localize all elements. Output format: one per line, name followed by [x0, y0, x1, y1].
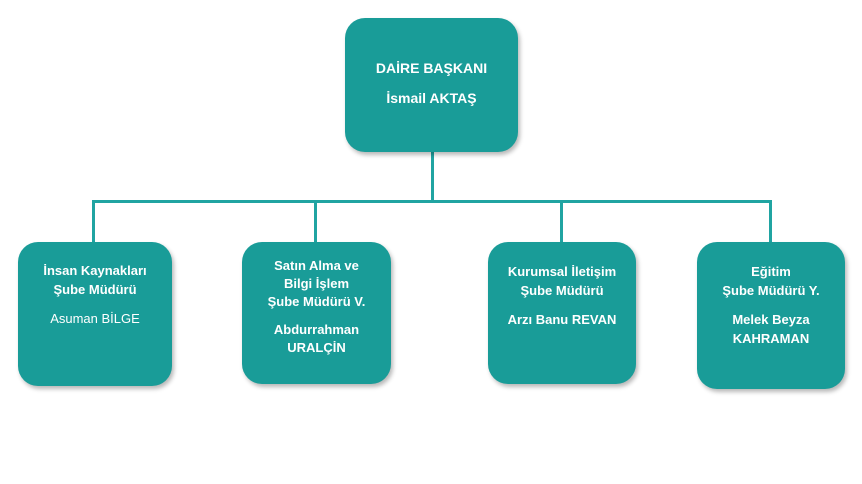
- connector-to-procurement: [314, 200, 317, 242]
- unit-person-line: Melek Beyza: [732, 312, 810, 327]
- unit-title-line: Şube Müdürü: [520, 283, 604, 298]
- unit-title-line: Şube Müdürü: [53, 282, 137, 297]
- connector-head-down: [431, 152, 434, 202]
- unit-title-line: Şube Müdürü Y.: [722, 283, 820, 298]
- unit-box-procurement-it: Satın Alma ve Bilgi İşlem Şube Müdürü V.…: [242, 242, 391, 384]
- unit-title-line: Satın Alma ve: [274, 258, 359, 273]
- head-name: İsmail AKTAŞ: [386, 90, 477, 106]
- unit-person-line: Arzı Banu REVAN: [507, 312, 617, 327]
- unit-person-line: Asuman BİLGE: [50, 311, 140, 326]
- unit-box-corporate-communication: Kurumsal İletişim Şube Müdürü Arzı Banu …: [488, 242, 636, 384]
- unit-person-line: KAHRAMAN: [732, 331, 810, 346]
- head-title: DAİRE BAŞKANI: [375, 60, 488, 76]
- unit-box-human-resources: İnsan Kaynakları Şube Müdürü Asuman BİLG…: [18, 242, 172, 386]
- connector-horizontal: [92, 200, 772, 203]
- department-head-box: DAİRE BAŞKANI İsmail AKTAŞ: [345, 18, 518, 152]
- unit-box-education: Eğitim Şube Müdürü Y. Melek Beyza KAHRAM…: [697, 242, 845, 389]
- unit-person-line: Abdurrahman: [273, 322, 360, 337]
- unit-title-line: Kurumsal İletişim: [507, 264, 617, 279]
- connector-to-communication: [560, 200, 563, 242]
- connector-to-education: [769, 200, 772, 242]
- connector-to-hr: [92, 200, 95, 242]
- unit-title-line: Şube Müdürü V.: [267, 294, 366, 309]
- unit-person-line: URALÇİN: [287, 340, 346, 355]
- unit-title-line: Eğitim: [751, 264, 791, 279]
- unit-title-line: Bilgi İşlem: [283, 276, 350, 291]
- unit-title-line: İnsan Kaynakları: [43, 263, 147, 278]
